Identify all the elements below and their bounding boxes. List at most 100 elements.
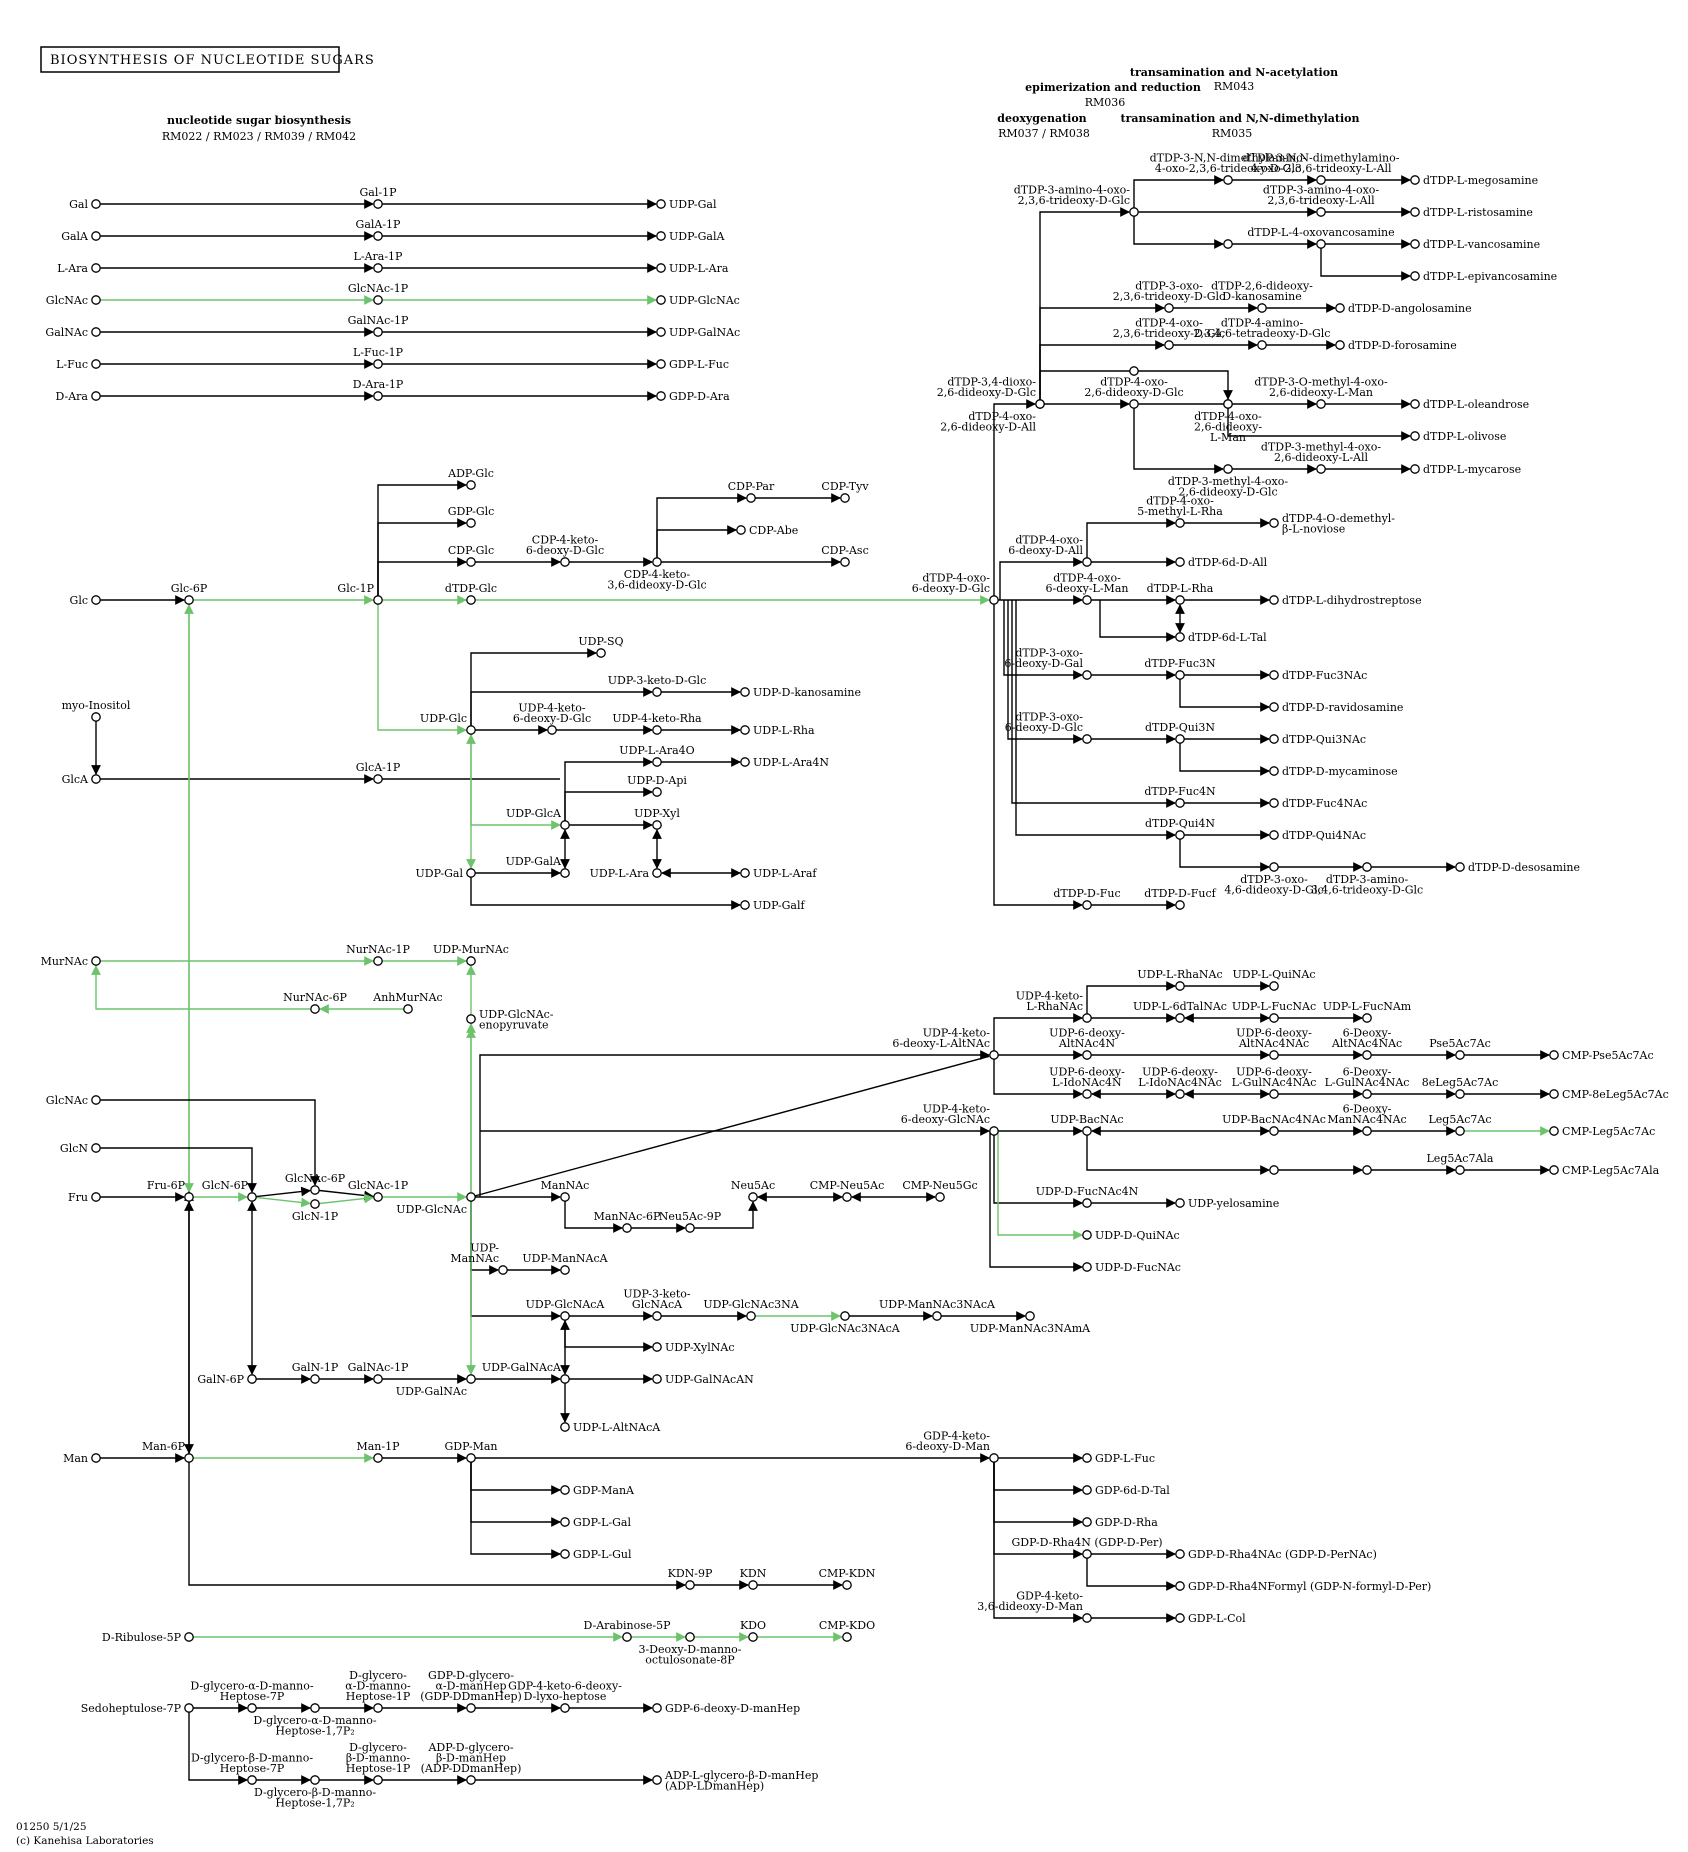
compound-node[interactable] — [1257, 303, 1267, 313]
compound-node[interactable] — [373, 1453, 383, 1463]
compound-node[interactable] — [1175, 981, 1185, 991]
compound-node[interactable] — [1362, 1126, 1372, 1136]
compound-node[interactable] — [656, 295, 666, 305]
compound-node[interactable] — [373, 1703, 383, 1713]
compound-node[interactable] — [91, 295, 101, 305]
compound-node[interactable] — [1175, 734, 1185, 744]
compound-node[interactable] — [1175, 1549, 1185, 1559]
compound-node[interactable] — [935, 1192, 945, 1202]
compound-node[interactable] — [91, 359, 101, 369]
compound-node[interactable] — [1082, 1485, 1092, 1495]
compound-node[interactable] — [247, 1775, 257, 1785]
compound-node[interactable] — [1025, 1311, 1035, 1321]
compound-node[interactable] — [247, 1374, 257, 1384]
compound-node[interactable] — [498, 1265, 508, 1275]
compound-node[interactable] — [466, 1775, 476, 1785]
compound-node[interactable] — [91, 956, 101, 966]
compound-node[interactable] — [1549, 1126, 1559, 1136]
compound-node[interactable] — [656, 391, 666, 401]
compound-node[interactable] — [1410, 431, 1420, 441]
compound-node[interactable] — [1175, 900, 1185, 910]
compound-node[interactable] — [740, 900, 750, 910]
compound-node[interactable] — [1082, 595, 1092, 605]
compound-node[interactable] — [748, 1632, 758, 1642]
compound-node[interactable] — [1269, 734, 1279, 744]
compound-node[interactable] — [184, 1453, 194, 1463]
compound-node[interactable] — [1175, 1089, 1185, 1099]
compound-node[interactable] — [1175, 1613, 1185, 1623]
compound-node[interactable] — [989, 595, 999, 605]
compound-node[interactable] — [560, 820, 570, 830]
compound-node[interactable] — [1257, 340, 1267, 350]
compound-node[interactable] — [184, 1632, 194, 1642]
compound-node[interactable] — [652, 557, 662, 567]
compound-node[interactable] — [373, 595, 383, 605]
compound-node[interactable] — [1175, 830, 1185, 840]
compound-node[interactable] — [740, 757, 750, 767]
compound-node[interactable] — [1175, 1013, 1185, 1023]
compound-node[interactable] — [652, 687, 662, 697]
compound-node[interactable] — [1164, 303, 1174, 313]
compound-node[interactable] — [1082, 1453, 1092, 1463]
compound-node[interactable] — [184, 1703, 194, 1713]
compound-node[interactable] — [1410, 271, 1420, 281]
compound-node[interactable] — [1269, 862, 1279, 872]
compound-node[interactable] — [1129, 366, 1139, 376]
compound-node[interactable] — [466, 1453, 476, 1463]
compound-node[interactable] — [1455, 1050, 1465, 1060]
compound-node[interactable] — [560, 1422, 570, 1432]
compound-node[interactable] — [656, 263, 666, 273]
compound-node[interactable] — [1175, 557, 1185, 567]
compound-node[interactable] — [652, 757, 662, 767]
compound-node[interactable] — [1129, 207, 1139, 217]
compound-node[interactable] — [1410, 239, 1420, 249]
compound-node[interactable] — [1175, 518, 1185, 528]
compound-node[interactable] — [685, 1632, 695, 1642]
compound-node[interactable] — [560, 1265, 570, 1275]
compound-node[interactable] — [1316, 464, 1326, 474]
compound-node[interactable] — [560, 557, 570, 567]
compound-node[interactable] — [466, 868, 476, 878]
compound-node[interactable] — [842, 1192, 852, 1202]
compound-node[interactable] — [1269, 1089, 1279, 1099]
compound-node[interactable] — [1335, 340, 1345, 350]
compound-node[interactable] — [840, 493, 850, 503]
compound-node[interactable] — [736, 525, 746, 535]
compound-node[interactable] — [1082, 1050, 1092, 1060]
compound-node[interactable] — [1223, 464, 1233, 474]
compound-node[interactable] — [989, 1126, 999, 1136]
compound-node[interactable] — [740, 725, 750, 735]
compound-node[interactable] — [652, 1775, 662, 1785]
compound-node[interactable] — [247, 1192, 257, 1202]
compound-node[interactable] — [1455, 1165, 1465, 1175]
compound-node[interactable] — [1164, 340, 1174, 350]
compound-node[interactable] — [840, 557, 850, 567]
compound-node[interactable] — [1082, 1230, 1092, 1240]
compound-node[interactable] — [1082, 1549, 1092, 1559]
compound-node[interactable] — [466, 518, 476, 528]
compound-node[interactable] — [560, 1549, 570, 1559]
compound-node[interactable] — [466, 557, 476, 567]
compound-node[interactable] — [842, 1632, 852, 1642]
compound-node[interactable] — [652, 1311, 662, 1321]
compound-node[interactable] — [1082, 734, 1092, 744]
compound-node[interactable] — [1175, 595, 1185, 605]
compound-node[interactable] — [1269, 518, 1279, 528]
compound-node[interactable] — [560, 1192, 570, 1202]
compound-node[interactable] — [310, 1004, 320, 1014]
compound-node[interactable] — [1362, 1089, 1372, 1099]
compound-node[interactable] — [373, 359, 383, 369]
compound-node[interactable] — [1269, 830, 1279, 840]
compound-node[interactable] — [1082, 1262, 1092, 1272]
compound-node[interactable] — [1269, 595, 1279, 605]
compound-node[interactable] — [91, 774, 101, 784]
compound-node[interactable] — [1549, 1165, 1559, 1175]
compound-node[interactable] — [652, 1374, 662, 1384]
compound-node[interactable] — [1455, 862, 1465, 872]
compound-node[interactable] — [740, 868, 750, 878]
compound-node[interactable] — [560, 1703, 570, 1713]
compound-node[interactable] — [1175, 632, 1185, 642]
compound-node[interactable] — [656, 327, 666, 337]
compound-node[interactable] — [1316, 175, 1326, 185]
compound-node[interactable] — [560, 1517, 570, 1527]
